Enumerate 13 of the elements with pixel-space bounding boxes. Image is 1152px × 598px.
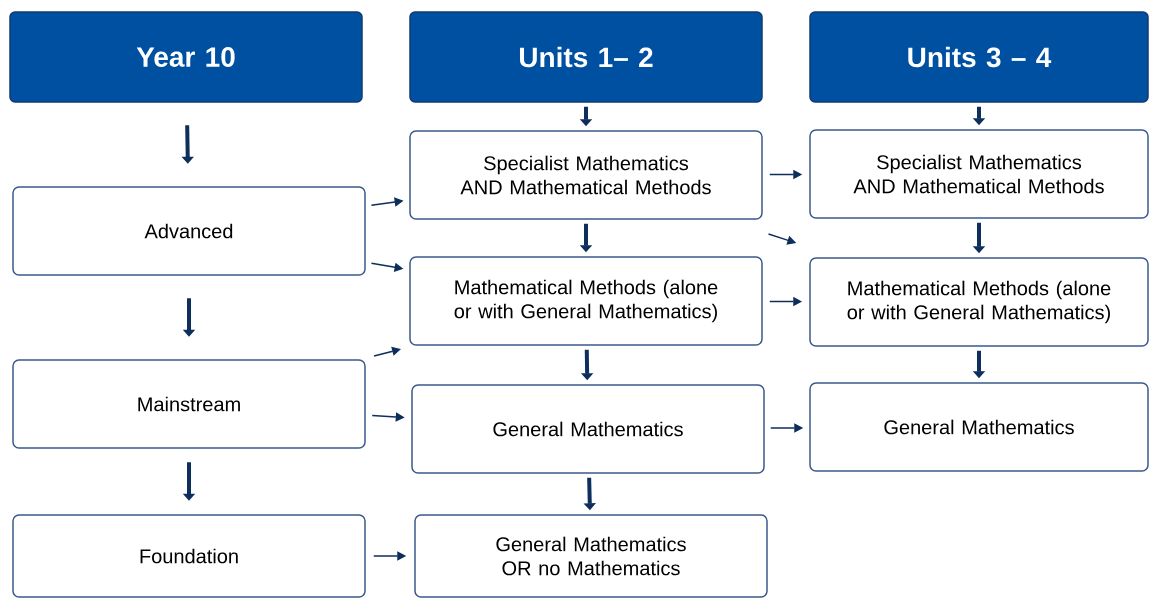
pathway-box: Specialist Mathematics AND Mathematical Methods bbox=[409, 130, 763, 220]
pathway-box: General Mathematics OR no Mathematics bbox=[414, 514, 768, 598]
pathway-box: Mathematical Methods (alone or with General Mathematics) bbox=[409, 256, 763, 346]
column-header: Units 3 – 4 bbox=[809, 11, 1149, 103]
column-header: Units 1– 2 bbox=[409, 11, 763, 103]
pathway-box: Mainstream bbox=[12, 359, 366, 449]
pathway-box: General Mathematics bbox=[411, 384, 765, 474]
pathway-box: General Mathematics bbox=[809, 382, 1149, 472]
pathway-box: Advanced bbox=[12, 186, 366, 276]
pathway-box: Specialist Mathematics AND Mathematical Methods bbox=[809, 129, 1149, 219]
pathway-box: Mathematical Methods (alone or with General Mathematics) bbox=[809, 257, 1149, 347]
pathway-box: Foundation bbox=[12, 514, 366, 598]
column-header: Year 10 bbox=[9, 11, 363, 103]
